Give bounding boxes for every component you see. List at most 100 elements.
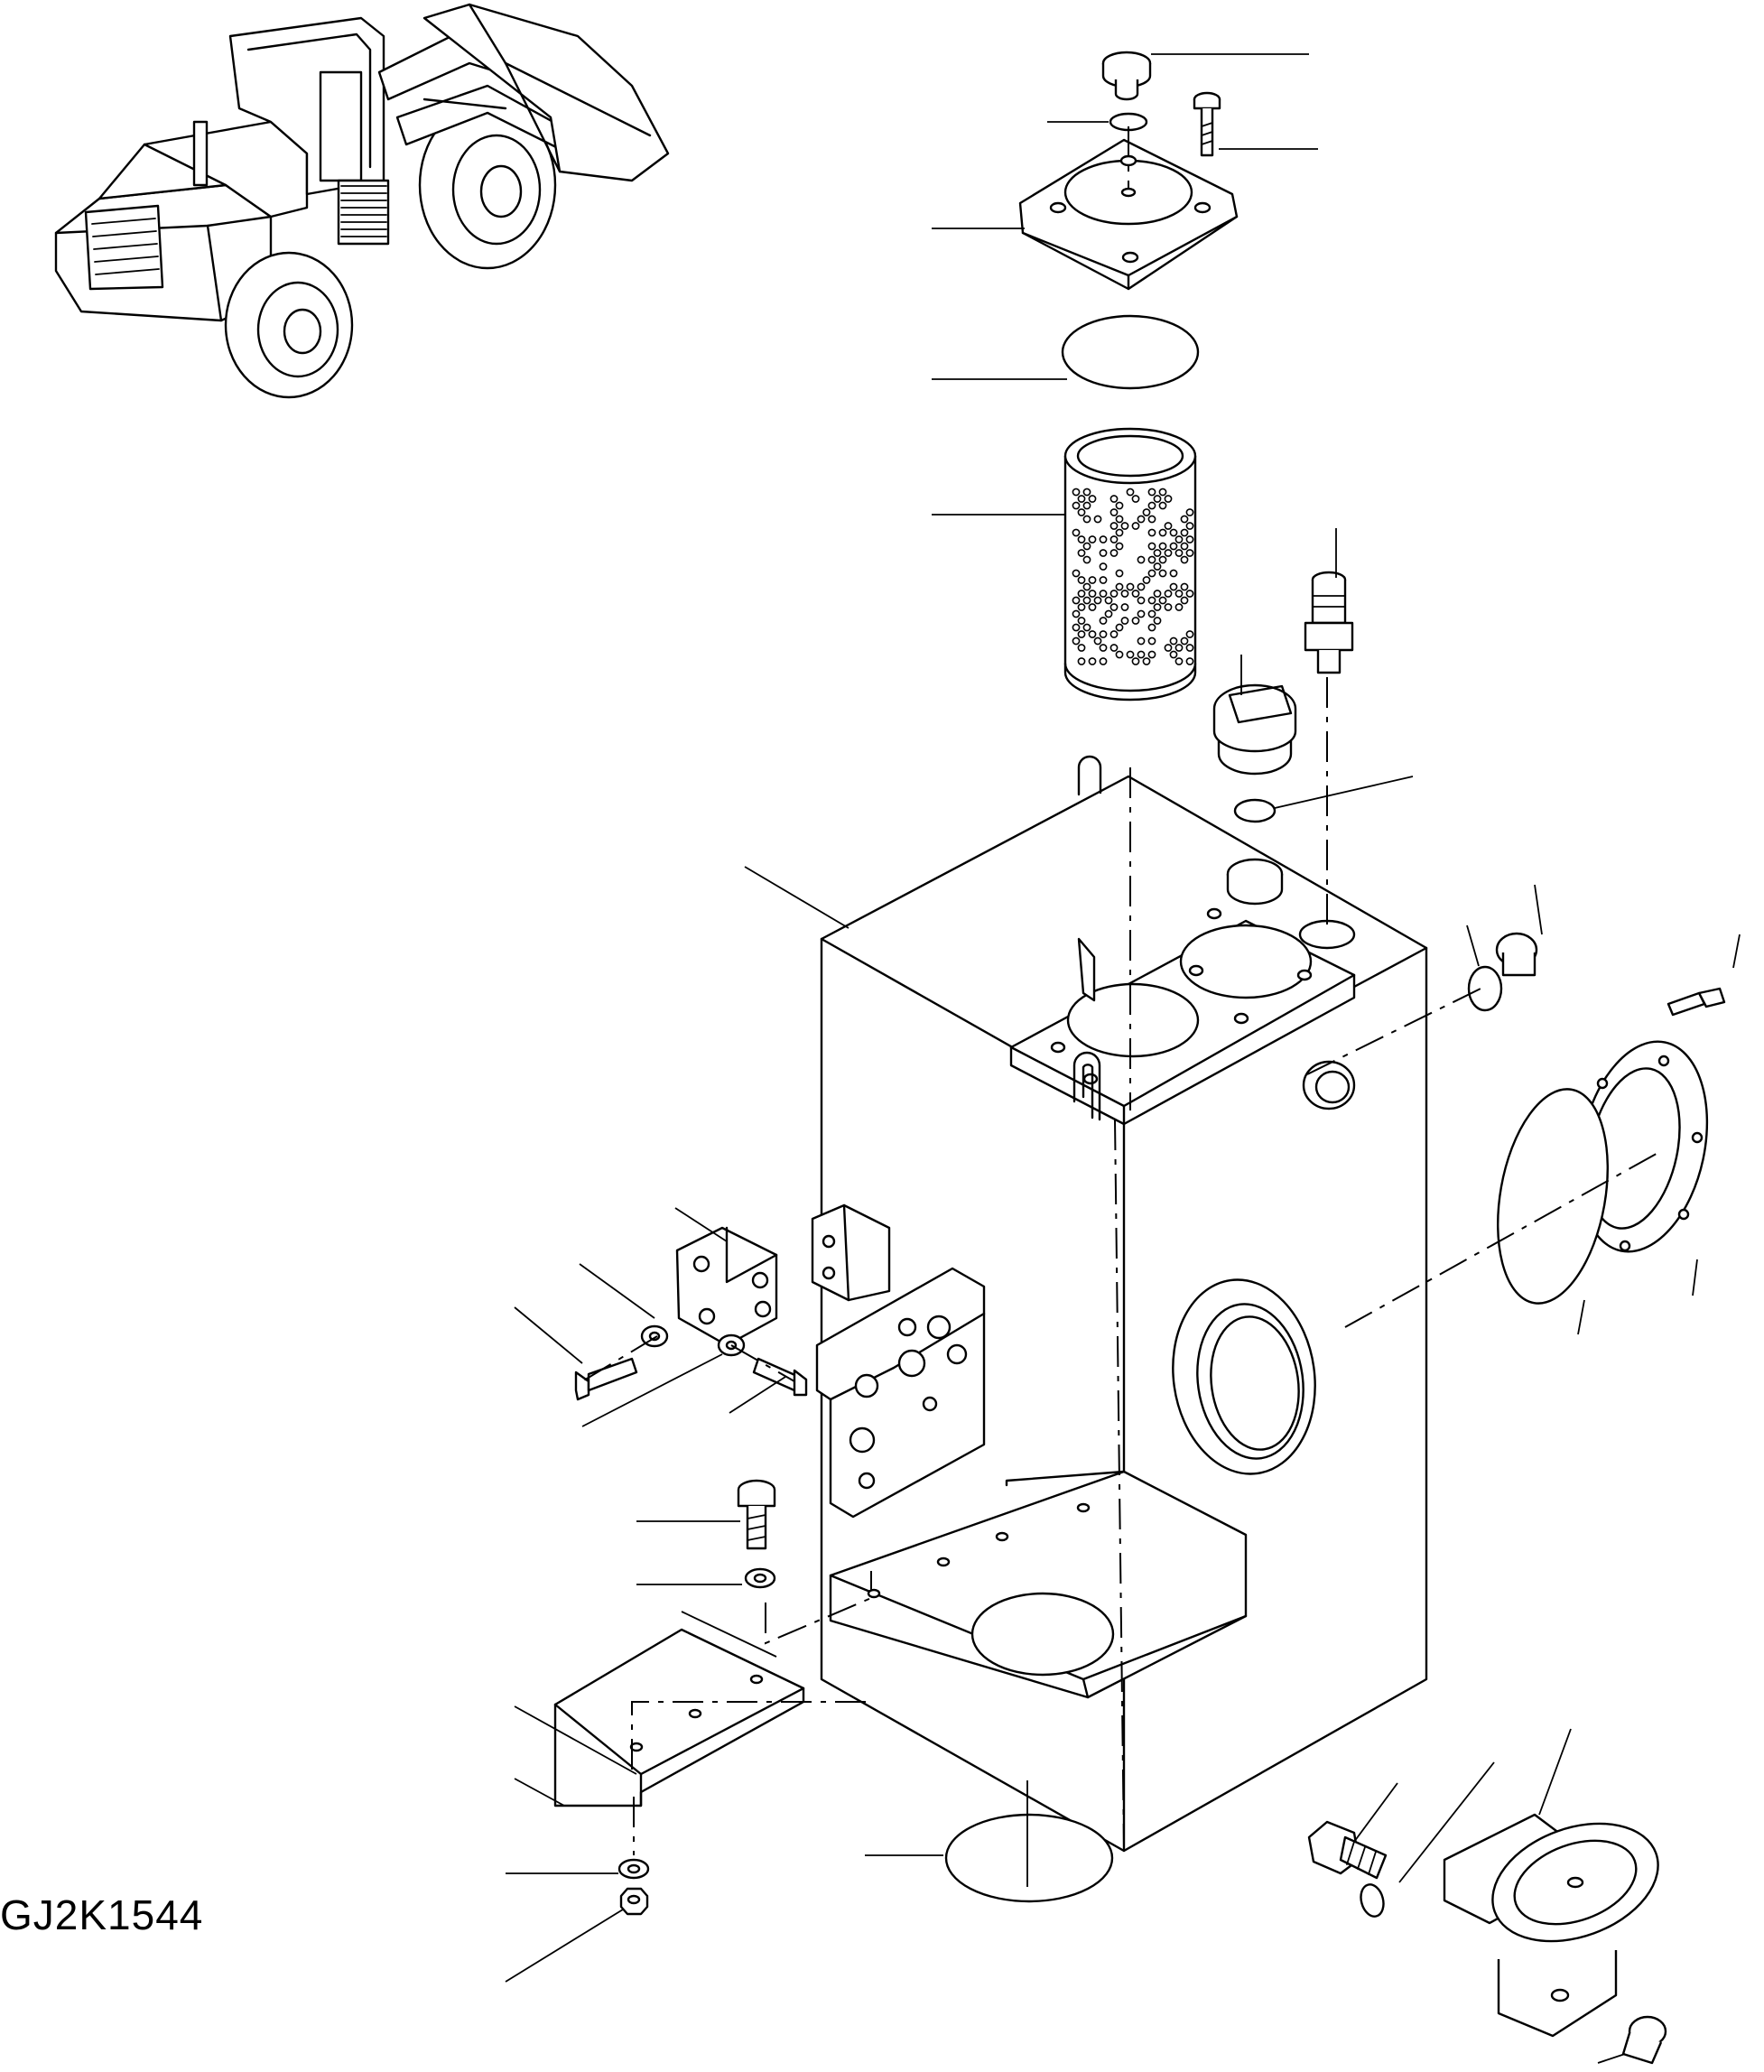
perforation-hole bbox=[1137, 651, 1144, 657]
perforation-hole bbox=[1175, 590, 1182, 597]
perforation-hole bbox=[1154, 563, 1160, 570]
perforation-hole bbox=[1083, 543, 1090, 549]
perforation-hole bbox=[1110, 645, 1117, 651]
perforation-hole bbox=[1170, 543, 1176, 549]
leader-lines bbox=[506, 54, 1740, 2063]
perforation-hole bbox=[1143, 509, 1149, 516]
perforation-hole bbox=[1143, 577, 1149, 583]
perforation-hole bbox=[1100, 631, 1106, 637]
perforation-hole bbox=[1175, 604, 1182, 610]
perforation-hole bbox=[1083, 516, 1090, 522]
perforation-hole bbox=[1083, 488, 1090, 495]
perforation-hole bbox=[1186, 631, 1193, 637]
perforation-hole bbox=[1148, 610, 1155, 617]
perforation-hole bbox=[1186, 523, 1193, 529]
perforation-hole bbox=[1116, 502, 1122, 508]
perforation-hole bbox=[1072, 637, 1079, 644]
perforation-hole bbox=[1137, 597, 1144, 603]
perforation-hole bbox=[1159, 556, 1165, 562]
perforation-hole bbox=[1072, 597, 1079, 603]
perforation-hole bbox=[1100, 536, 1106, 543]
perforation-hole bbox=[1154, 604, 1160, 610]
perforation-hole bbox=[1083, 502, 1090, 508]
perforation-hole bbox=[1148, 502, 1155, 508]
perforation-hole bbox=[1116, 651, 1122, 657]
perforation-hole bbox=[1175, 536, 1182, 543]
perforation-hole bbox=[1154, 496, 1160, 502]
perforation-hole bbox=[1165, 550, 1171, 556]
perforation-hole bbox=[1132, 496, 1138, 502]
perforation-hole bbox=[1110, 496, 1117, 502]
strainer-element bbox=[1065, 429, 1195, 700]
perforation-hole bbox=[1170, 583, 1176, 590]
perforation-hole bbox=[1089, 590, 1095, 597]
perforation-hole bbox=[1143, 658, 1149, 664]
perforation-hole bbox=[1078, 590, 1084, 597]
perforation-hole bbox=[1116, 543, 1122, 549]
perforation-hole bbox=[1094, 597, 1100, 603]
suction-flange bbox=[1309, 1802, 1675, 2063]
perforation-hole bbox=[1083, 583, 1090, 590]
perforation-hole bbox=[1181, 637, 1187, 644]
perforation-hole bbox=[1165, 604, 1171, 610]
perforation-hole bbox=[1170, 651, 1176, 657]
perforation-hole bbox=[1181, 583, 1187, 590]
perforation-hole bbox=[1137, 637, 1144, 644]
perforation-hole bbox=[1078, 631, 1084, 637]
perforation-hole bbox=[1186, 590, 1193, 597]
perforation-hole bbox=[1121, 590, 1128, 597]
perforation-hole bbox=[1154, 618, 1160, 624]
perforation-hole bbox=[1078, 536, 1084, 543]
perforation-hole bbox=[1159, 543, 1165, 549]
perforation-hole bbox=[1175, 550, 1182, 556]
perforation-hole bbox=[1083, 624, 1090, 630]
perforation-hole bbox=[1072, 488, 1079, 495]
cover-assembly bbox=[1020, 52, 1237, 388]
perforation-hole bbox=[1170, 637, 1176, 644]
perforation-hole bbox=[1110, 509, 1117, 516]
perforation-hole bbox=[1137, 556, 1144, 562]
perforation-hole bbox=[1100, 658, 1106, 664]
perforation-hole bbox=[1094, 637, 1100, 644]
perforation-hole bbox=[1116, 516, 1122, 522]
perforation-hole bbox=[1159, 529, 1165, 535]
perforation-hole bbox=[1116, 570, 1122, 576]
perforation-hole bbox=[1089, 631, 1095, 637]
perforation-hole bbox=[1148, 516, 1155, 522]
perforation-hole bbox=[1186, 509, 1193, 516]
hydraulic-tank bbox=[817, 757, 1426, 1851]
perforation-hole bbox=[1078, 618, 1084, 624]
perforation-hole bbox=[1089, 604, 1095, 610]
perforation-hole bbox=[1116, 583, 1122, 590]
perforation-hole bbox=[1159, 597, 1165, 603]
perforation-hole bbox=[1175, 645, 1182, 651]
relief-valve bbox=[1305, 572, 1352, 673]
perforation-hole bbox=[1127, 583, 1133, 590]
perforation-hole bbox=[1100, 550, 1106, 556]
side-cover bbox=[1469, 934, 1725, 1312]
perforation-hole bbox=[1165, 496, 1171, 502]
perforation-hole bbox=[1105, 597, 1111, 603]
perforation-hole bbox=[1121, 523, 1128, 529]
perforation-hole bbox=[1148, 529, 1155, 535]
perforation-hole bbox=[1078, 604, 1084, 610]
perforation-hole bbox=[1100, 645, 1106, 651]
filler-cap bbox=[1214, 685, 1295, 822]
perforation-hole bbox=[1072, 502, 1079, 508]
perforation-hole bbox=[1100, 563, 1106, 570]
perforation-hole bbox=[1078, 645, 1084, 651]
perforation-hole bbox=[1165, 645, 1171, 651]
perforation-hole bbox=[1137, 583, 1144, 590]
perforation-hole bbox=[1137, 516, 1144, 522]
perforation-hole bbox=[1089, 496, 1095, 502]
perforation-hole bbox=[1110, 631, 1117, 637]
perforation-hole bbox=[1078, 577, 1084, 583]
perforation-hole bbox=[1148, 597, 1155, 603]
centerlines bbox=[582, 126, 1661, 1855]
perforation-hole bbox=[1181, 556, 1187, 562]
perforation-hole bbox=[1181, 516, 1187, 522]
perforation-hole bbox=[1078, 509, 1084, 516]
perforation-hole bbox=[1127, 651, 1133, 657]
perforation-hole bbox=[1110, 523, 1117, 529]
